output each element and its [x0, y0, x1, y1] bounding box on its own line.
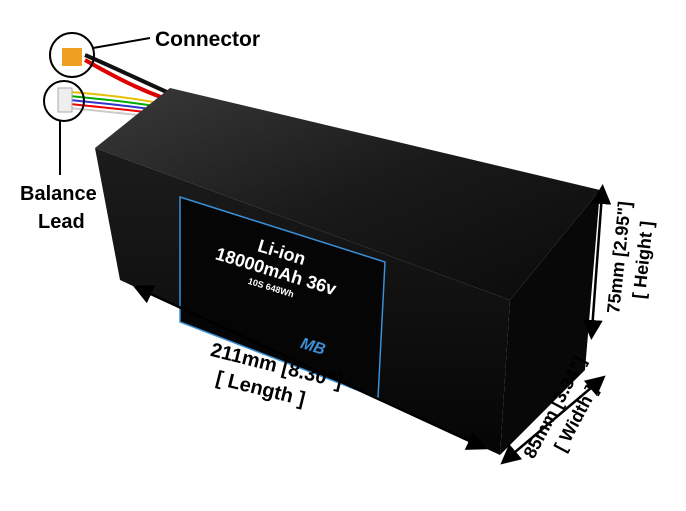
- length-arrow: [132, 285, 488, 450]
- balance-plug: [57, 87, 73, 113]
- xt-connector: [62, 48, 82, 66]
- balance-callout-circle: [43, 80, 85, 122]
- height-label: [ Height ]: [629, 220, 657, 300]
- balance-label-line2: Lead: [38, 211, 85, 233]
- balance-label-line1: Balance: [20, 183, 97, 205]
- width-arrow: [500, 375, 606, 465]
- connector-label: Connector: [155, 28, 260, 51]
- battery-top-face: [95, 88, 600, 300]
- height-arrow: [582, 184, 612, 340]
- connector-callout-circle: [49, 32, 95, 78]
